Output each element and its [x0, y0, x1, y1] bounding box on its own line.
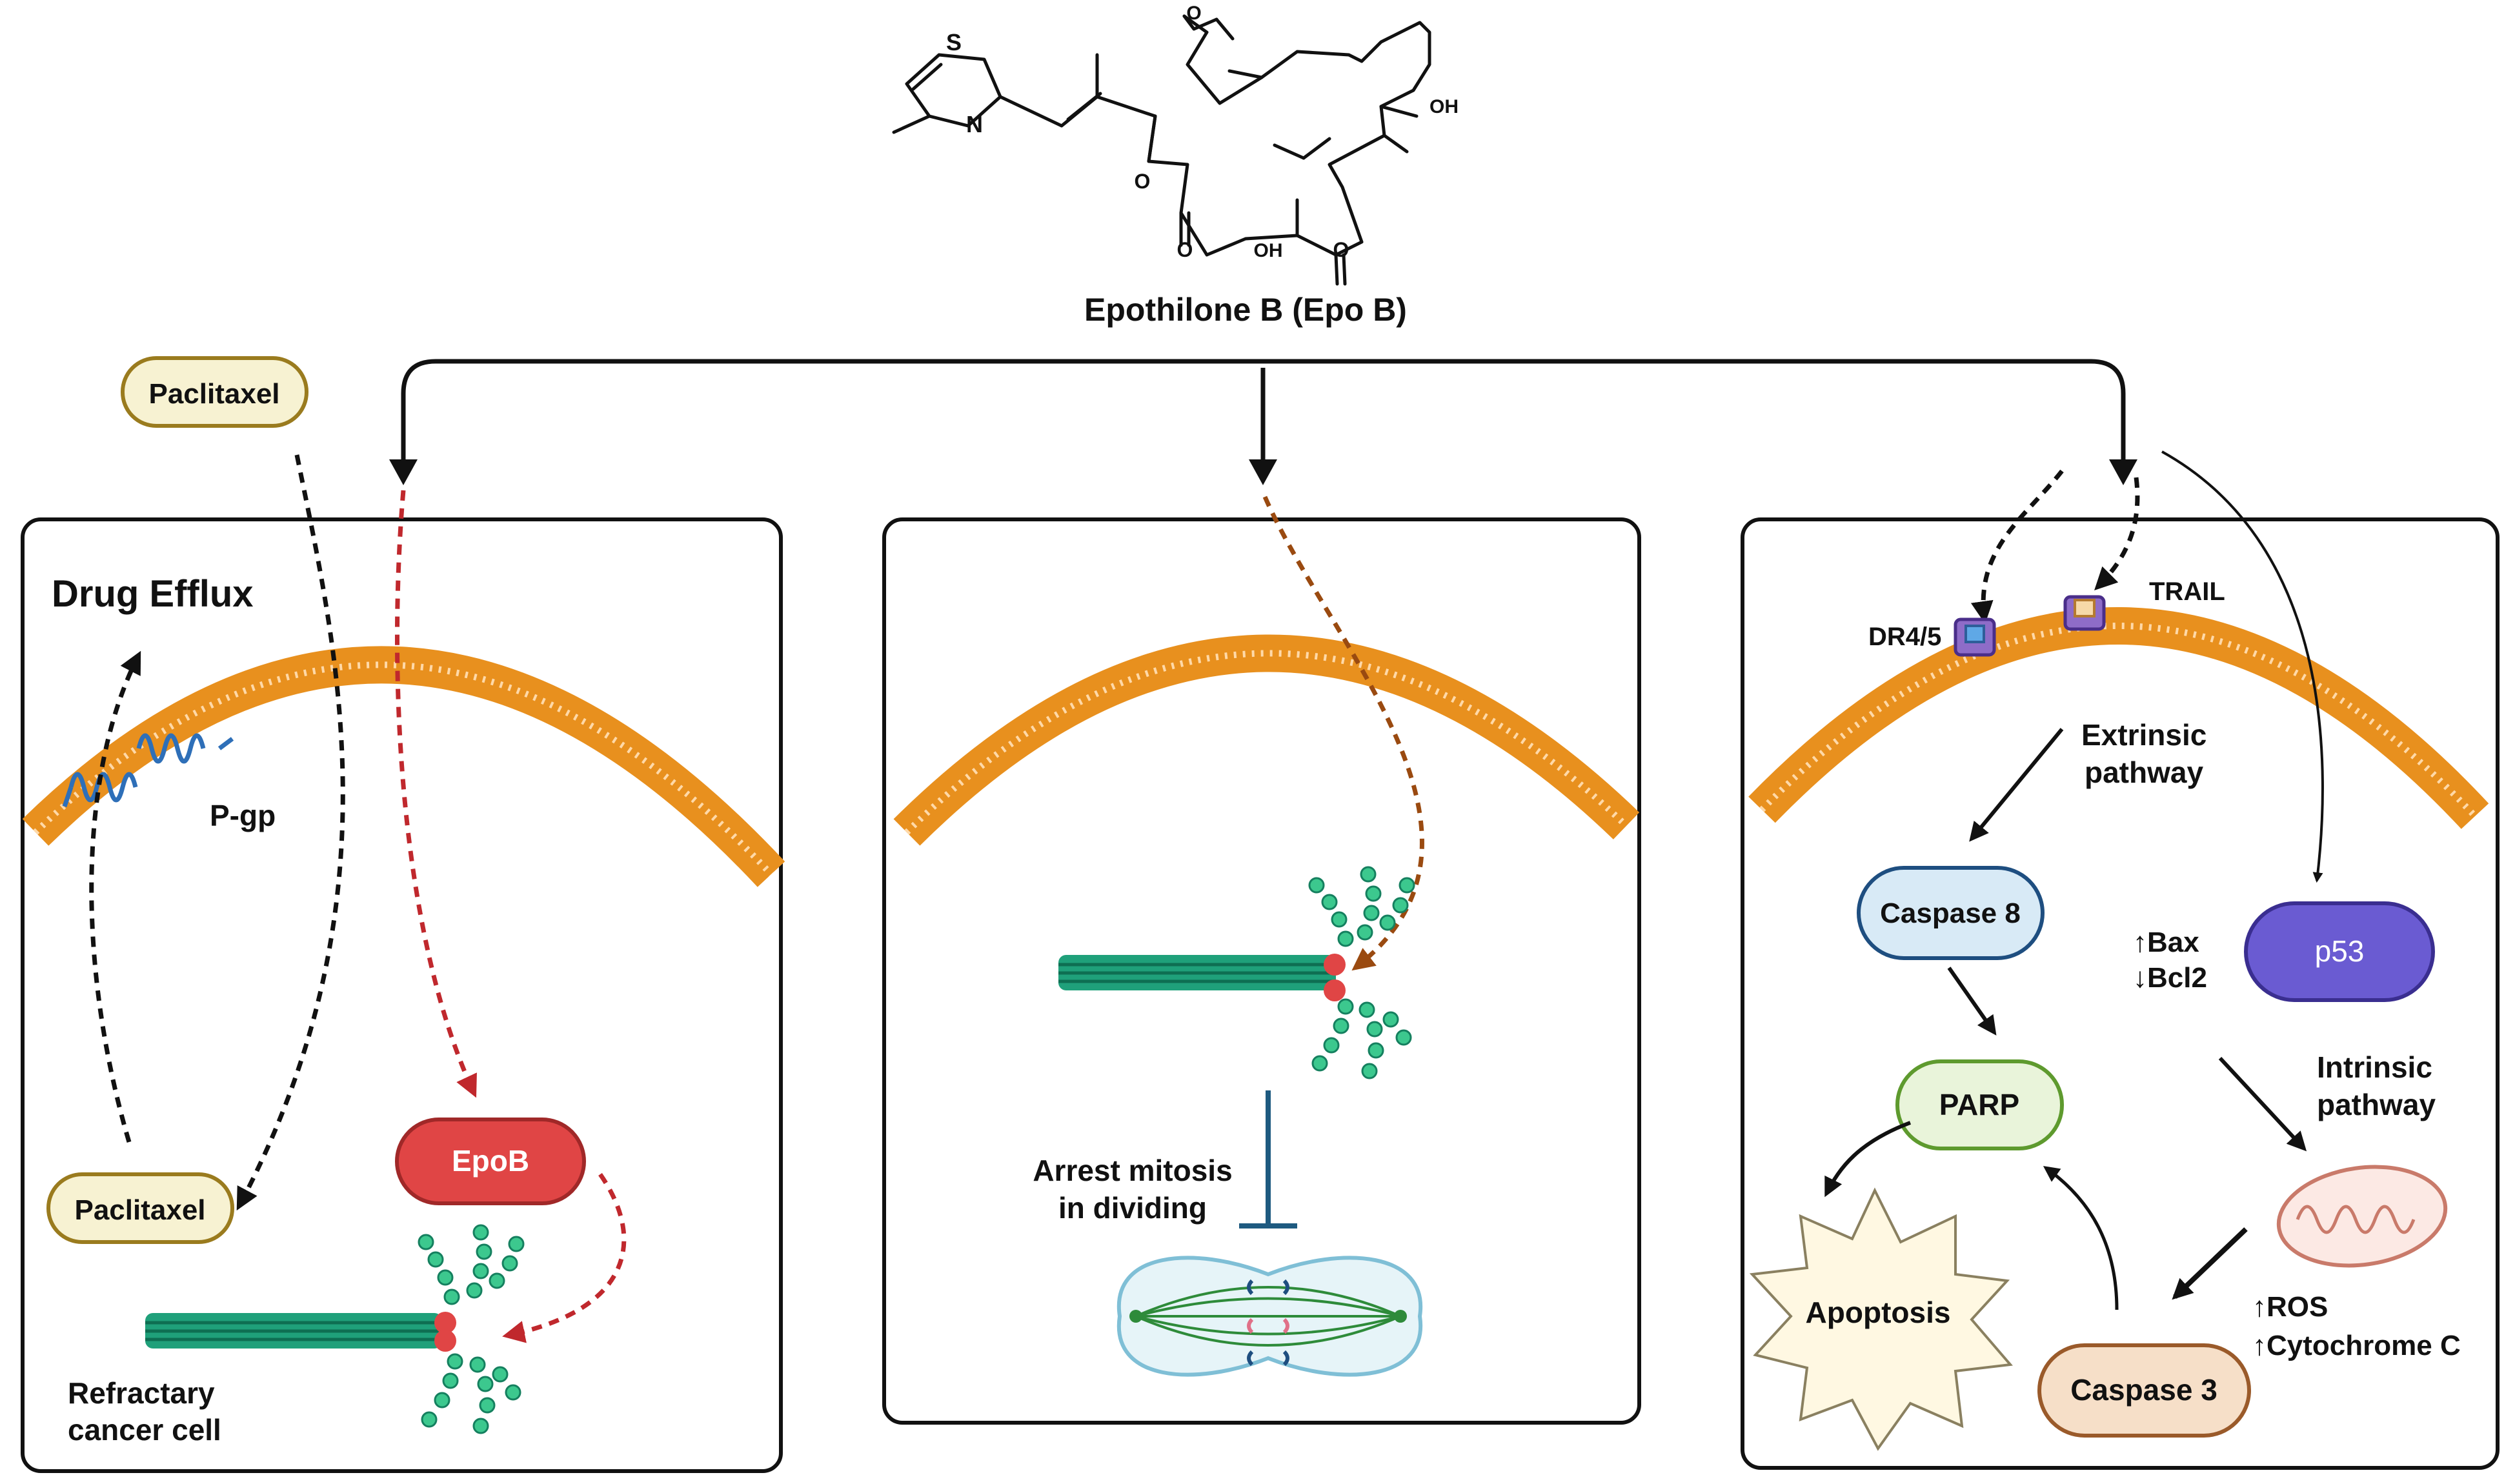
epob-label: EpoB — [452, 1144, 529, 1178]
nitrogen-atom: N — [966, 111, 983, 137]
paclitaxel-top-pill — [121, 356, 308, 428]
hydroxyl-1: OH — [1254, 240, 1283, 261]
trail-receptor-icon — [2063, 595, 2106, 631]
bax-label: ↑Bax — [2133, 927, 2199, 958]
epob-entry-arrow — [394, 490, 477, 1098]
distribution-arrows — [401, 359, 2126, 471]
dr45-label: DR4/5 — [1868, 623, 1941, 651]
caspase8-to-parp-arrow — [1947, 967, 1997, 1036]
membrane-left — [22, 646, 785, 887]
epob-binding-arrow — [502, 1172, 627, 1343]
microtubule-middle — [1058, 866, 1415, 1079]
extrinsic-label-line1: Extrinsic — [2081, 718, 2207, 752]
extrinsic-label-line2: pathway — [2085, 756, 2203, 789]
paclitaxel-bottom-label: Paclitaxel — [74, 1194, 205, 1226]
distribution-arrowheads — [389, 459, 2137, 485]
paclitaxel-bottom-pill — [46, 1172, 234, 1244]
p53-label: p53 — [2315, 934, 2365, 968]
apoptosis-label: Apoptosis — [1806, 1296, 1951, 1329]
mito-to-caspase3-arrow — [2172, 1227, 2248, 1300]
epob-pill — [395, 1118, 586, 1205]
hydroxyl-2: OH — [1429, 96, 1459, 117]
extrinsic-arrow — [1969, 728, 2064, 842]
carbonyl-oxygen-1: O — [1177, 238, 1193, 261]
apoptosis-burst-icon — [1749, 1187, 2013, 1451]
p53-node — [2244, 901, 2435, 1002]
mitochondrion-icon — [2276, 1165, 2448, 1268]
intrinsic-label-line1: Intrinsic — [2317, 1050, 2432, 1084]
dr45-receptor-icon — [1954, 617, 1996, 657]
ester-oxygen: O — [1135, 170, 1151, 193]
parp-node — [1895, 1059, 2064, 1150]
caspase3-to-parp-arrow — [2043, 1166, 2119, 1310]
dividing-cell-icon — [1116, 1256, 1423, 1377]
drug-efflux-title: Drug Efflux — [52, 573, 254, 615]
caspase3-label: Caspase 3 — [2070, 1373, 2217, 1407]
caspase8-label: Caspase 8 — [1880, 897, 2021, 929]
arrest-label-line1: Arrest mitosis — [1033, 1154, 1232, 1187]
pgp-transporter-icon — [62, 733, 234, 808]
carbonyl-oxygen-2: O — [1333, 238, 1349, 261]
cell-label-line1: Refractary — [68, 1376, 215, 1410]
cell-label-line2: cancer cell — [68, 1413, 221, 1447]
compound-name: Epothilone B (Epo B) — [1084, 292, 1407, 328]
pgp-label: P-gp — [210, 799, 276, 832]
ros-label: ↑ROS — [2252, 1291, 2328, 1323]
membrane-middle — [893, 634, 1640, 846]
parp-to-apoptosis-arrow — [1824, 1121, 1912, 1198]
p53-arrow — [2161, 450, 2324, 883]
caspase3-node — [2037, 1343, 2251, 1438]
trail-label: TRAIL — [2149, 577, 2225, 606]
membrane-right — [1748, 607, 2489, 829]
paclitaxel-entry-arrow — [236, 454, 345, 1211]
inhibition-arrow — [1239, 1090, 1297, 1228]
epob-uptake-arrow — [1262, 496, 1424, 971]
structure-atom-labels: S N O O O OH OH O — [946, 3, 1459, 261]
microtubule-left — [145, 1224, 525, 1434]
caspase8-node — [1857, 866, 2045, 960]
efflux-arrow — [89, 650, 141, 1143]
cytochrome-label: ↑Cytochrome C — [2252, 1330, 2461, 1361]
sulfur-atom: S — [946, 29, 962, 55]
arrest-label-line2: in dividing — [1058, 1191, 1207, 1225]
parp-label: PARP — [1939, 1088, 2019, 1121]
epothilone-b-structure — [892, 14, 1431, 286]
dr45-arrow — [1970, 469, 2064, 624]
paclitaxel-top-label: Paclitaxel — [148, 378, 279, 410]
epoxide-oxygen: O — [1186, 3, 1201, 24]
bcl2-label: ↓Bcl2 — [2133, 962, 2207, 994]
intrinsic-arrow — [2218, 1056, 2307, 1152]
intrinsic-label-line2: pathway — [2317, 1088, 2436, 1121]
